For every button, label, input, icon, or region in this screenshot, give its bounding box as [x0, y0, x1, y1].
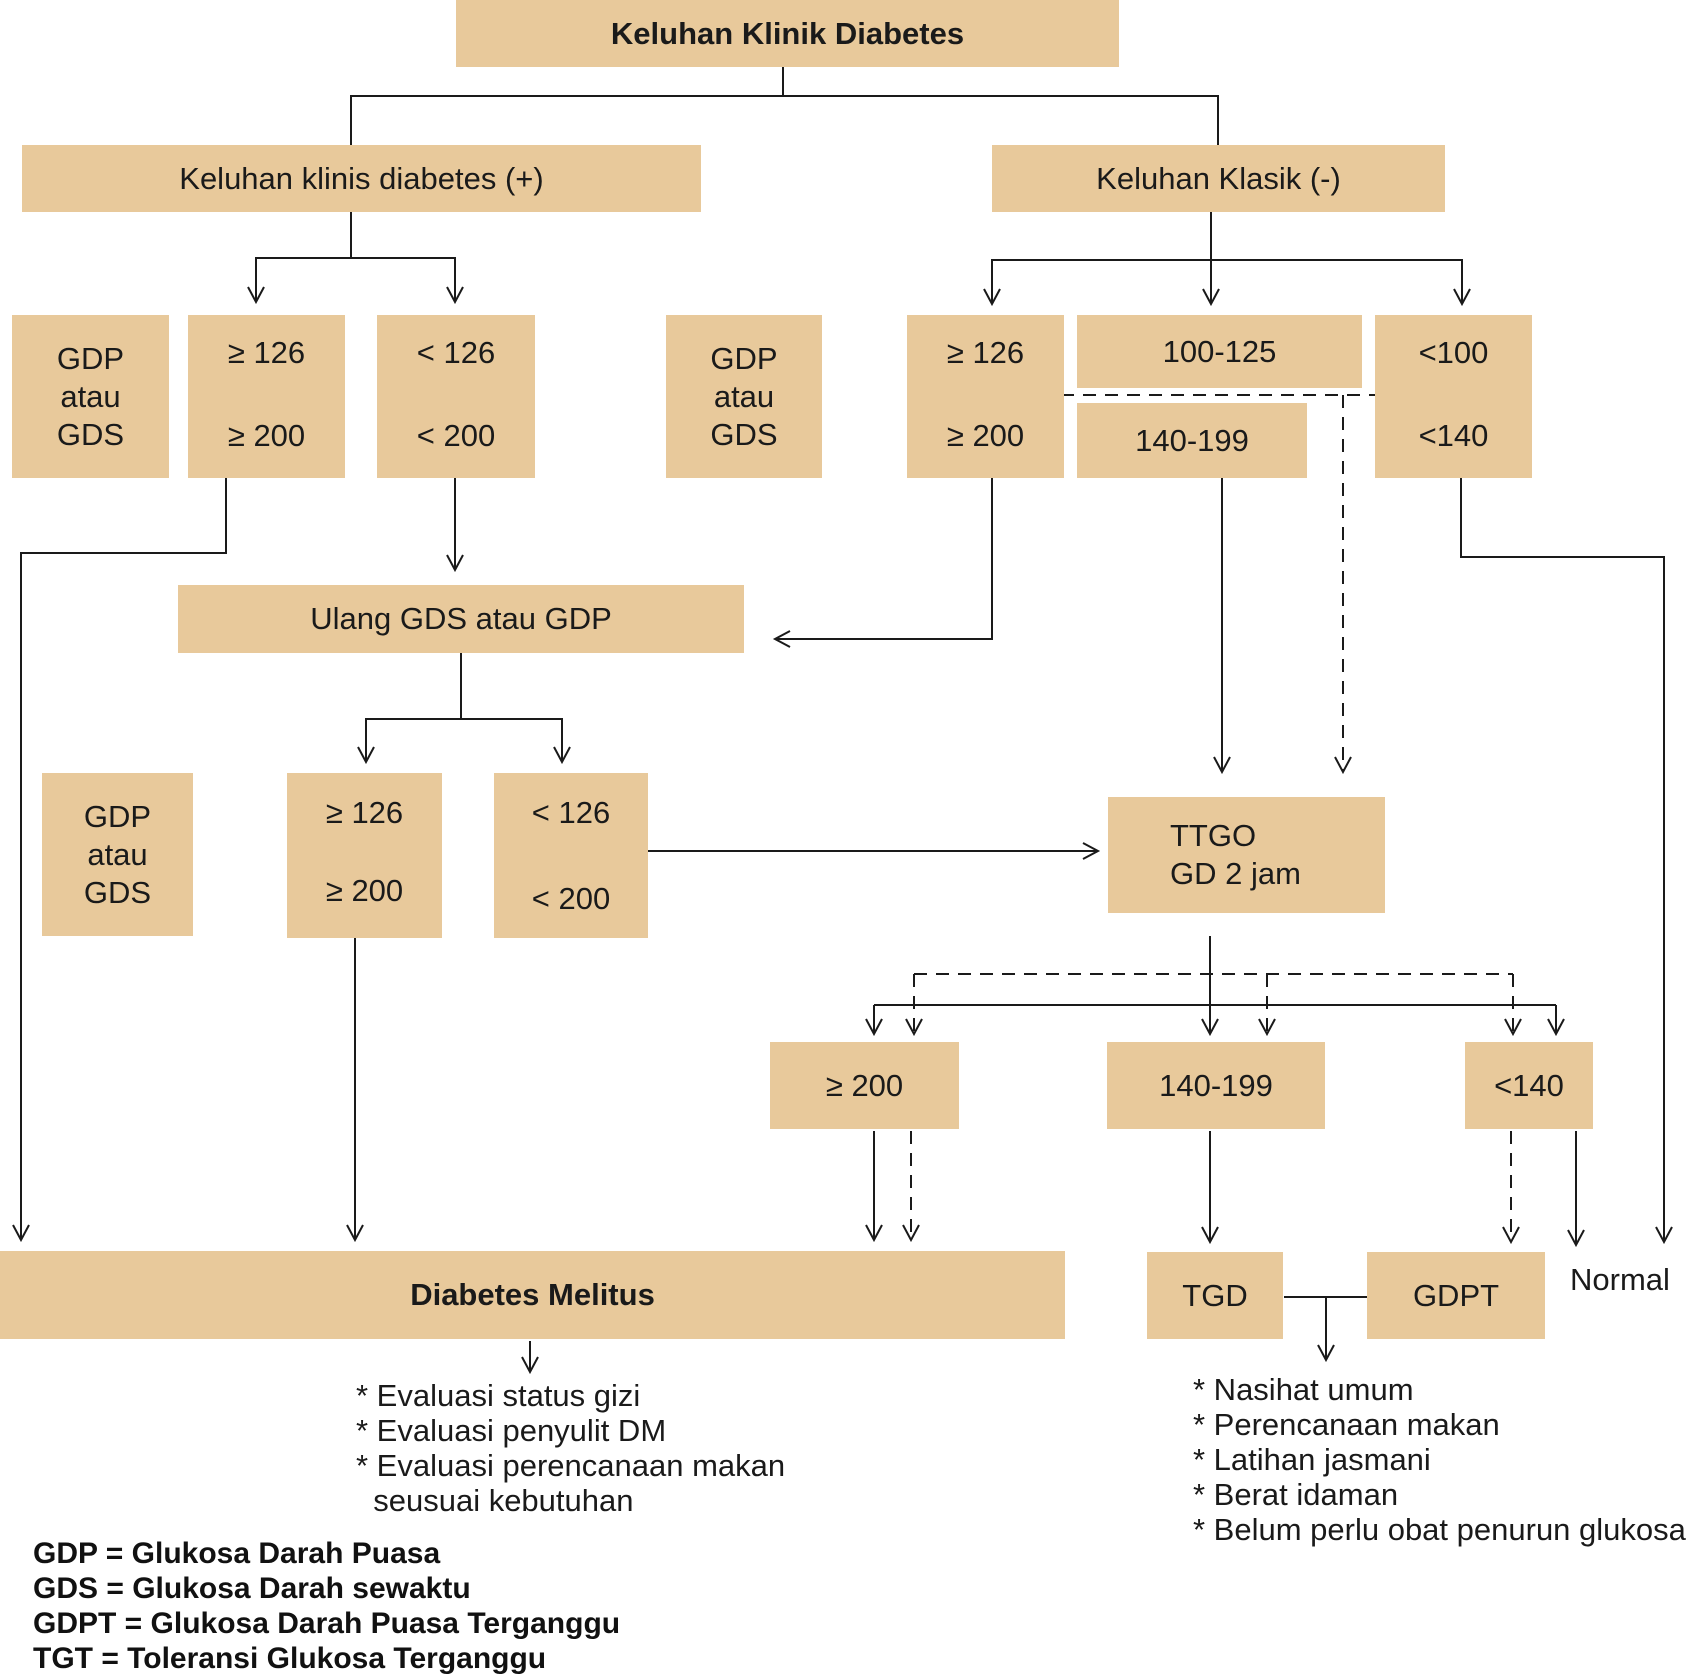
- legend-gds: GDS = Glukosa Darah sewaktu: [33, 1572, 471, 1605]
- row1-left-ge-bot: ≥ 200: [227, 418, 306, 453]
- row1-right-low-bot: <140: [1418, 418, 1489, 453]
- arrow-repeat-lt: [461, 718, 571, 765]
- legend-gdpt: GDPT = Glukosa Darah Puasa Terganggu: [33, 1607, 621, 1640]
- gds-label: GDS: [56, 416, 125, 452]
- dm-note-2: * Evaluasi penyulit DM: [356, 1413, 667, 1448]
- row2-ge-bot: ≥ 200: [325, 873, 404, 908]
- tgd-note-5: * Belum perlu obat penurun glukosa: [1193, 1512, 1686, 1547]
- ttgo-label: TTGO: [1170, 818, 1257, 853]
- ttgo-box: TTGO GD 2 jam: [1108, 797, 1385, 913]
- gdp-gds-box-2: GDP atau GDS: [666, 315, 822, 478]
- gdp-label: GDP: [83, 798, 152, 834]
- row3-low-label: <140: [1494, 1067, 1564, 1103]
- tgd-label: TGD: [1182, 1277, 1248, 1313]
- tgd-note-3: * Latihan jasmani: [1193, 1442, 1431, 1477]
- tgd-box: TGD: [1147, 1252, 1283, 1339]
- row3-mid-box: 140-199: [1107, 1042, 1325, 1129]
- atau-label: atau: [60, 378, 121, 414]
- gdp-gds-box-1: GDP atau GDS: [12, 315, 169, 478]
- gd2jam-label: GD 2 jam: [1170, 856, 1301, 891]
- tgd-note-1: * Nasihat umum: [1193, 1372, 1414, 1407]
- row3-high-label: ≥ 200: [825, 1067, 904, 1103]
- branch-symptoms-positive: Keluhan klinis diabetes (+): [22, 145, 701, 212]
- line-title-right: [783, 95, 1219, 145]
- dm-note-3: * Evaluasi perencanaan makan: [356, 1448, 786, 1483]
- row2-ge-top: ≥ 126: [325, 795, 404, 830]
- row1-right-low-box: <100 <140: [1375, 315, 1532, 478]
- gdpt-label: GDPT: [1412, 1277, 1500, 1313]
- gdp-gds-box-3: GDP atau GDS: [42, 773, 193, 936]
- normal-label: Normal: [1570, 1262, 1670, 1297]
- arrow-repeat-ge: [357, 653, 462, 765]
- row1-right-mid-bot-box: 140-199: [1077, 403, 1307, 478]
- arrow-right-ge: [983, 212, 1212, 307]
- tgd-note-4: * Berat idaman: [1193, 1477, 1399, 1512]
- row2-ge-box: ≥ 126 ≥ 200: [287, 773, 442, 938]
- dm-note-4: seusuai kebutuhan: [356, 1483, 634, 1518]
- row1-left-lt-box: < 126 < 200: [377, 315, 535, 478]
- arrow-left-ge-to-dm: [12, 478, 227, 1243]
- row1-right-mid-top-box: 100-125: [1077, 315, 1362, 388]
- branch-left-label: Keluhan klinis diabetes (+): [179, 160, 544, 196]
- row1-right-low-top: <100: [1418, 335, 1489, 370]
- row2-lt-bot: < 200: [531, 881, 611, 916]
- atau-label: atau: [87, 836, 148, 872]
- row2-lt-box: < 126 < 200: [494, 773, 648, 938]
- arrow-right-low-to-normal: [1460, 478, 1673, 1245]
- row1-right-ge-top: ≥ 126: [946, 335, 1025, 370]
- arrow-left-lt: [351, 257, 464, 305]
- row1-left-ge-top: ≥ 126: [227, 335, 306, 370]
- diabetes-melitus-label: Diabetes Melitus: [410, 1277, 655, 1312]
- row1-right-ge-box: ≥ 126 ≥ 200: [907, 315, 1064, 478]
- arrow-right-low: [1211, 259, 1471, 307]
- legend: GDP = Glukosa Darah Puasa GDS = Glukosa …: [33, 1536, 620, 1676]
- line-title-left: [350, 67, 784, 145]
- repeat-test-label: Ulang GDS atau GDP: [310, 601, 612, 636]
- row1-left-lt-top: < 126: [416, 335, 496, 370]
- dm-note-1: * Evaluasi status gizi: [356, 1378, 641, 1413]
- gdp-label: GDP: [710, 340, 778, 376]
- gdp-label: GDP: [56, 340, 125, 376]
- row1-right-mid-bot: 140-199: [1135, 422, 1249, 458]
- row3-high-box: ≥ 200: [770, 1042, 959, 1129]
- legend-gdp: GDP = Glukosa Darah Puasa: [33, 1537, 441, 1570]
- row1-left-ge-box: ≥ 126 ≥ 200: [188, 315, 345, 478]
- repeat-test-box: Ulang GDS atau GDP: [178, 585, 744, 653]
- row3-low-box: <140: [1465, 1042, 1593, 1129]
- row1-right-ge-bot: ≥ 200: [946, 418, 1025, 453]
- legend-tgt: TGT = Toleransi Glukosa Terganggu: [33, 1642, 547, 1675]
- title: Keluhan Klinik Diabetes: [610, 15, 965, 51]
- tgd-notes: * Nasihat umum * Perencanaan makan * Lat…: [1193, 1372, 1686, 1547]
- arrow-left-ge: [247, 212, 352, 305]
- row3-mid-label: 140-199: [1159, 1067, 1273, 1103]
- row2-lt-top: < 126: [531, 795, 611, 830]
- tgd-note-2: * Perencanaan makan: [1193, 1407, 1500, 1442]
- title-box: Keluhan Klinik Diabetes: [456, 0, 1119, 67]
- diabetes-melitus-box: Diabetes Melitus: [0, 1251, 1065, 1339]
- row1-left-lt-bot: < 200: [416, 418, 496, 453]
- arrow-right-ge-to-repeat: [772, 478, 993, 648]
- branch-symptoms-negative: Keluhan Klasik (-): [992, 145, 1445, 212]
- row1-right-mid-top: 100-125: [1162, 333, 1277, 369]
- branch-right-label: Keluhan Klasik (-): [1096, 160, 1341, 196]
- gdpt-box: GDPT: [1367, 1252, 1545, 1339]
- gds-label: GDS: [710, 416, 778, 452]
- atau-label: atau: [713, 378, 775, 414]
- gds-label: GDS: [83, 874, 152, 910]
- dm-notes: * Evaluasi status gizi * Evaluasi penyul…: [356, 1378, 785, 1518]
